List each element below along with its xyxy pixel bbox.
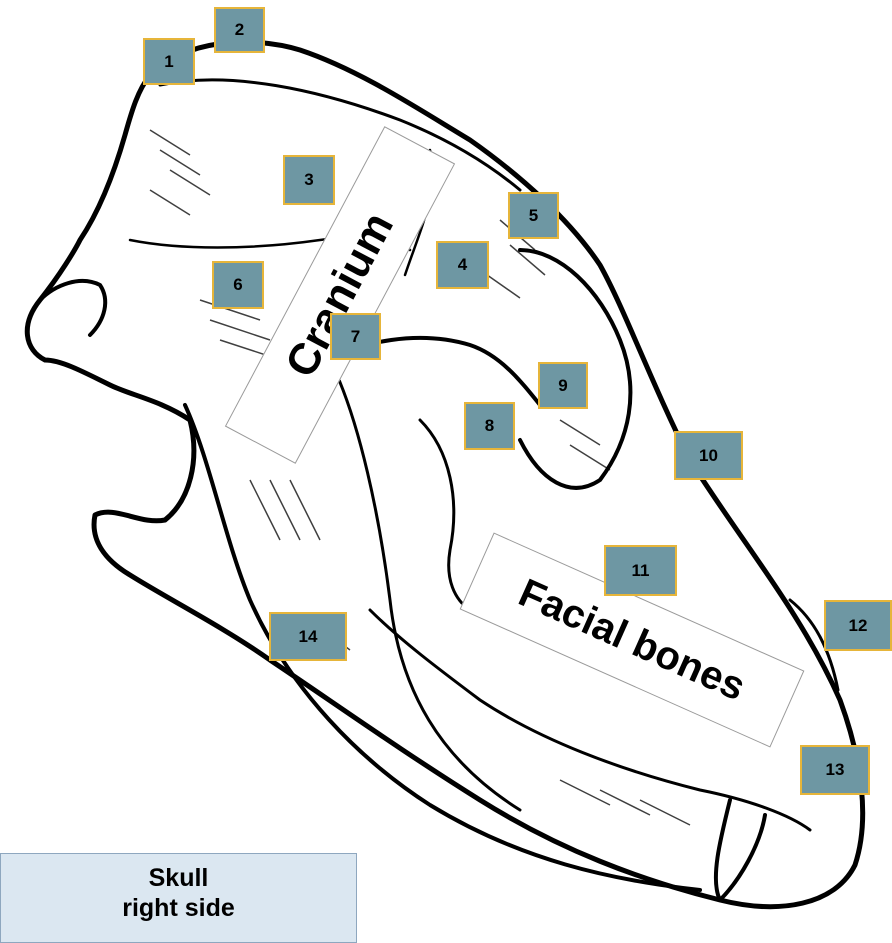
canine-tooth	[716, 800, 765, 900]
number-label-8: 8	[464, 402, 515, 450]
number-label-14: 14	[269, 612, 347, 661]
number-label-13: 13	[800, 745, 870, 795]
number-label-7: 7	[330, 313, 381, 360]
number-label-9: 9	[538, 362, 588, 409]
coronoid-process	[420, 420, 470, 610]
caption-line-1: Skull	[1, 863, 356, 893]
number-label-5: 5	[508, 192, 559, 239]
number-label-10: 10	[674, 431, 743, 480]
number-label-12: 12	[824, 600, 892, 651]
number-label-2: 2	[214, 7, 265, 53]
number-label-6: 6	[212, 261, 264, 309]
caption-line-2: right side	[1, 893, 356, 923]
number-label-11: 11	[604, 545, 677, 596]
number-label-3: 3	[283, 155, 335, 205]
number-label-4: 4	[436, 241, 489, 289]
caption-box: Skull right side	[0, 853, 357, 943]
number-label-1: 1	[143, 38, 195, 85]
